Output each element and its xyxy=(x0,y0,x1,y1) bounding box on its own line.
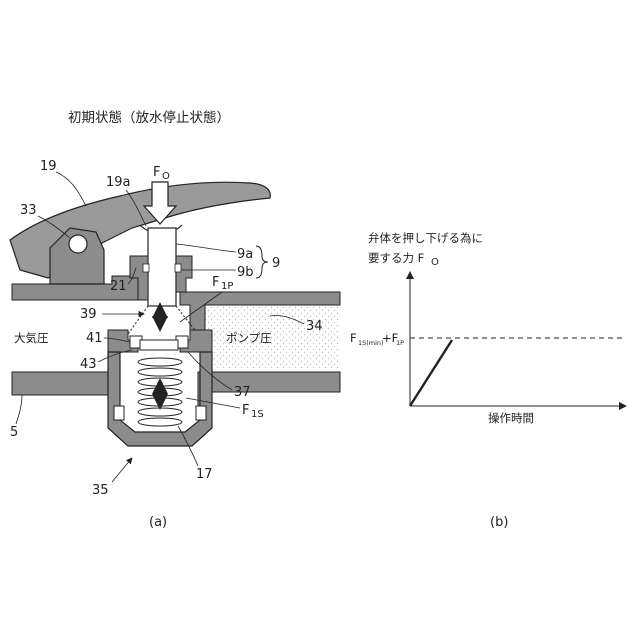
caption-b: (b) xyxy=(490,515,508,530)
ref-35: 35 xyxy=(92,483,109,498)
force-fo-sub: O xyxy=(162,171,170,182)
y-axis-title-line2: 要する力 F xyxy=(368,251,424,265)
ref-33: 33 xyxy=(20,203,37,218)
caption-a: (a) xyxy=(149,515,167,530)
pivot-pin-33 xyxy=(69,235,87,253)
ref-41: 41 xyxy=(86,331,103,346)
ref-43: 43 xyxy=(80,357,97,372)
threshold-label-f: F xyxy=(350,331,357,345)
pump-pressure-label: ポンプ圧 xyxy=(226,331,272,345)
o-ring-left xyxy=(143,264,149,272)
ref-37: 37 xyxy=(234,385,251,400)
ref-21: 21 xyxy=(110,279,127,294)
force-f1s-label: F xyxy=(242,403,249,418)
force-f1p-label: F xyxy=(212,275,219,290)
force-fo-label: F xyxy=(153,165,160,180)
y-axis-title-line1: 弁体を押し下げる為に xyxy=(368,231,483,245)
lower-housing-right xyxy=(198,372,340,412)
valve-body-disc xyxy=(140,340,178,350)
o-ring-right xyxy=(175,264,181,272)
panel-a-title: 初期状態（放水停止状態） xyxy=(68,109,230,126)
y-axis-title-sub: O xyxy=(431,257,439,268)
ref-19: 19 xyxy=(40,159,57,174)
lower-housing-left xyxy=(12,372,108,395)
cup-ring-left xyxy=(114,406,124,420)
ref-19a: 19a xyxy=(106,175,131,190)
ref-5: 5 xyxy=(10,425,18,440)
force-f1s-sub: 1S xyxy=(251,409,264,420)
threshold-label-sub1: 1S(min) xyxy=(358,339,384,347)
ref-9a: 9a xyxy=(237,247,253,262)
leader-5 xyxy=(16,395,22,424)
threshold-label-sub2: 1P xyxy=(396,339,404,347)
panel-b: 弁体を押し下げる為に 要する力 F O F 1S(min) +F 1P 操作時間… xyxy=(350,231,626,530)
cup-ring-right xyxy=(196,406,206,420)
brace-9 xyxy=(256,246,268,278)
ref-34: 34 xyxy=(306,319,323,334)
valve-stem-9 xyxy=(148,228,176,306)
f1s-leader xyxy=(186,398,240,408)
ref-17: 17 xyxy=(196,467,213,482)
stem-guide-right xyxy=(176,256,192,292)
panel-a: 初期状態（放水停止状態） xyxy=(10,109,340,530)
x-axis-title: 操作時間 xyxy=(488,411,534,425)
atmospheric-pressure-label: 大気圧 xyxy=(14,331,49,345)
ref-9: 9 xyxy=(272,256,280,271)
force-rise-line xyxy=(410,340,452,406)
ref-39: 39 xyxy=(80,307,97,322)
leader-19 xyxy=(56,172,86,206)
force-f1p-sub: 1P xyxy=(221,281,233,292)
leader-35 xyxy=(112,458,132,482)
flow-cone xyxy=(128,306,198,334)
ref-9b: 9b xyxy=(237,265,254,280)
leader-9a xyxy=(176,244,236,252)
